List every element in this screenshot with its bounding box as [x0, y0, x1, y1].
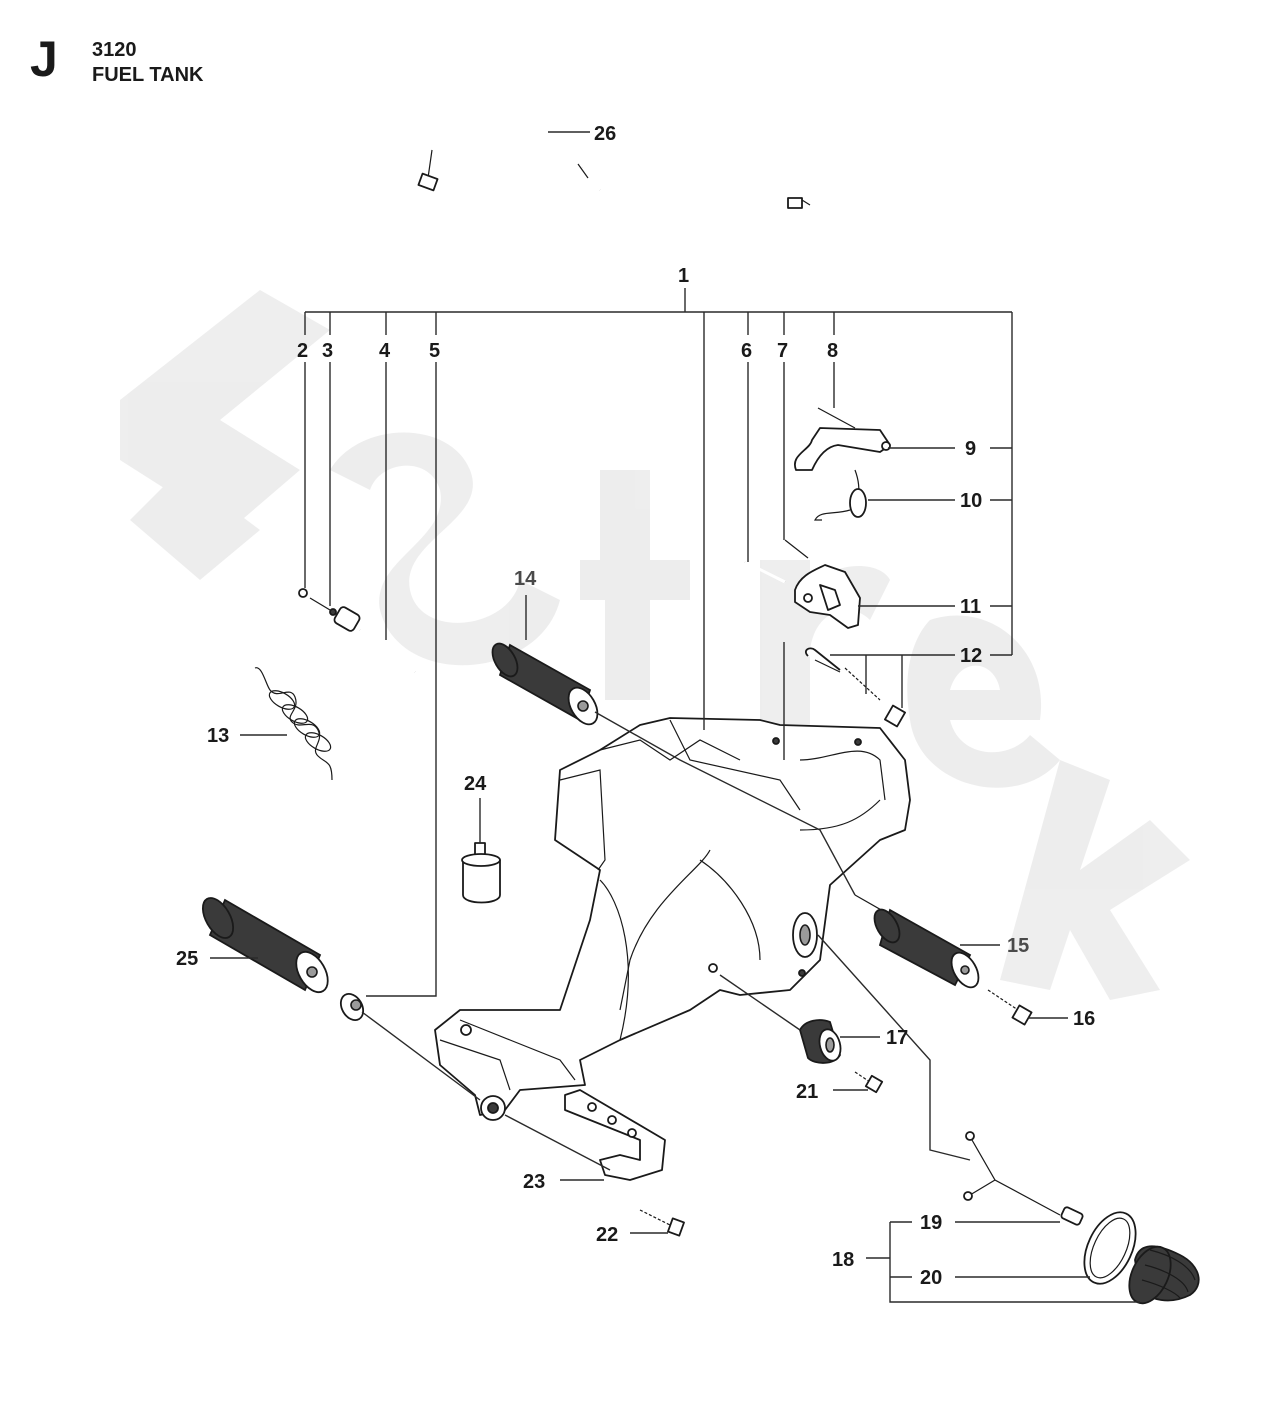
part-10-spring	[814, 469, 867, 521]
page-title: FUEL TANK	[92, 64, 204, 86]
callout-19: 19	[920, 1212, 942, 1234]
part-22-screw	[639, 1209, 685, 1237]
callout-4: 4	[379, 340, 391, 362]
part-23-bracket	[564, 1089, 666, 1181]
callout-15: 15	[1007, 935, 1029, 957]
part-19-tether	[963, 1131, 1084, 1226]
callout-17: 17	[886, 1027, 908, 1049]
callout-26: 26	[594, 123, 616, 145]
part-11-throttle-trigger	[744, 539, 861, 629]
model-number: 3120	[92, 39, 137, 61]
part-18-fuel-cap	[1128, 1245, 1200, 1305]
callout-23: 23	[523, 1171, 545, 1193]
part-1-fuel-tank	[434, 717, 911, 1121]
part-15-rubber-buffer	[854, 894, 980, 989]
part-20-o-ring	[1083, 1211, 1137, 1285]
callout-2: 2	[297, 340, 308, 362]
callout-18: 18	[832, 1249, 854, 1271]
callout-1: 1	[678, 265, 689, 287]
callout-5: 5	[429, 340, 440, 362]
part-16-bolt	[987, 989, 1033, 1026]
callout-11: 11	[960, 596, 981, 618]
callout-24: 24	[464, 773, 487, 795]
part-21-screw	[854, 1071, 884, 1094]
part-5-washer	[339, 992, 365, 1022]
callout-7: 7	[777, 340, 788, 362]
leader-lines	[210, 131, 1140, 1303]
part-12-screw-set	[804, 647, 906, 728]
part-14-rubber-buffer	[491, 642, 599, 726]
part-2-4-fuel-pickup	[298, 588, 416, 674]
callout-21: 21	[796, 1081, 818, 1103]
callout-3: 3	[322, 340, 333, 362]
part-24-fuel-filter	[461, 842, 501, 904]
callout-16: 16	[1073, 1008, 1095, 1030]
callout-8: 8	[827, 340, 838, 362]
section-letter: J	[30, 31, 58, 87]
callout-22: 22	[596, 1224, 618, 1246]
callout-13: 13	[207, 725, 229, 747]
callout-labels: 1 2 3 4 5 6 7 8 9 10 11 12 13 14 15 16 1…	[176, 123, 1095, 1289]
callout-25: 25	[176, 948, 198, 970]
part-17-rubber-mount	[799, 1019, 842, 1064]
callout-6: 6	[741, 340, 752, 362]
callout-20: 20	[920, 1267, 942, 1289]
callout-10: 10	[960, 490, 982, 512]
callout-14: 14	[514, 568, 537, 590]
callout-9: 9	[965, 438, 976, 460]
part-9-lever	[793, 407, 891, 471]
callout-12: 12	[960, 645, 982, 667]
watermark-logo	[120, 290, 1190, 1000]
part-26-fuel-hose	[417, 101, 811, 223]
part-25-rubber-buffer	[201, 897, 329, 994]
part-13-spring	[254, 667, 333, 781]
